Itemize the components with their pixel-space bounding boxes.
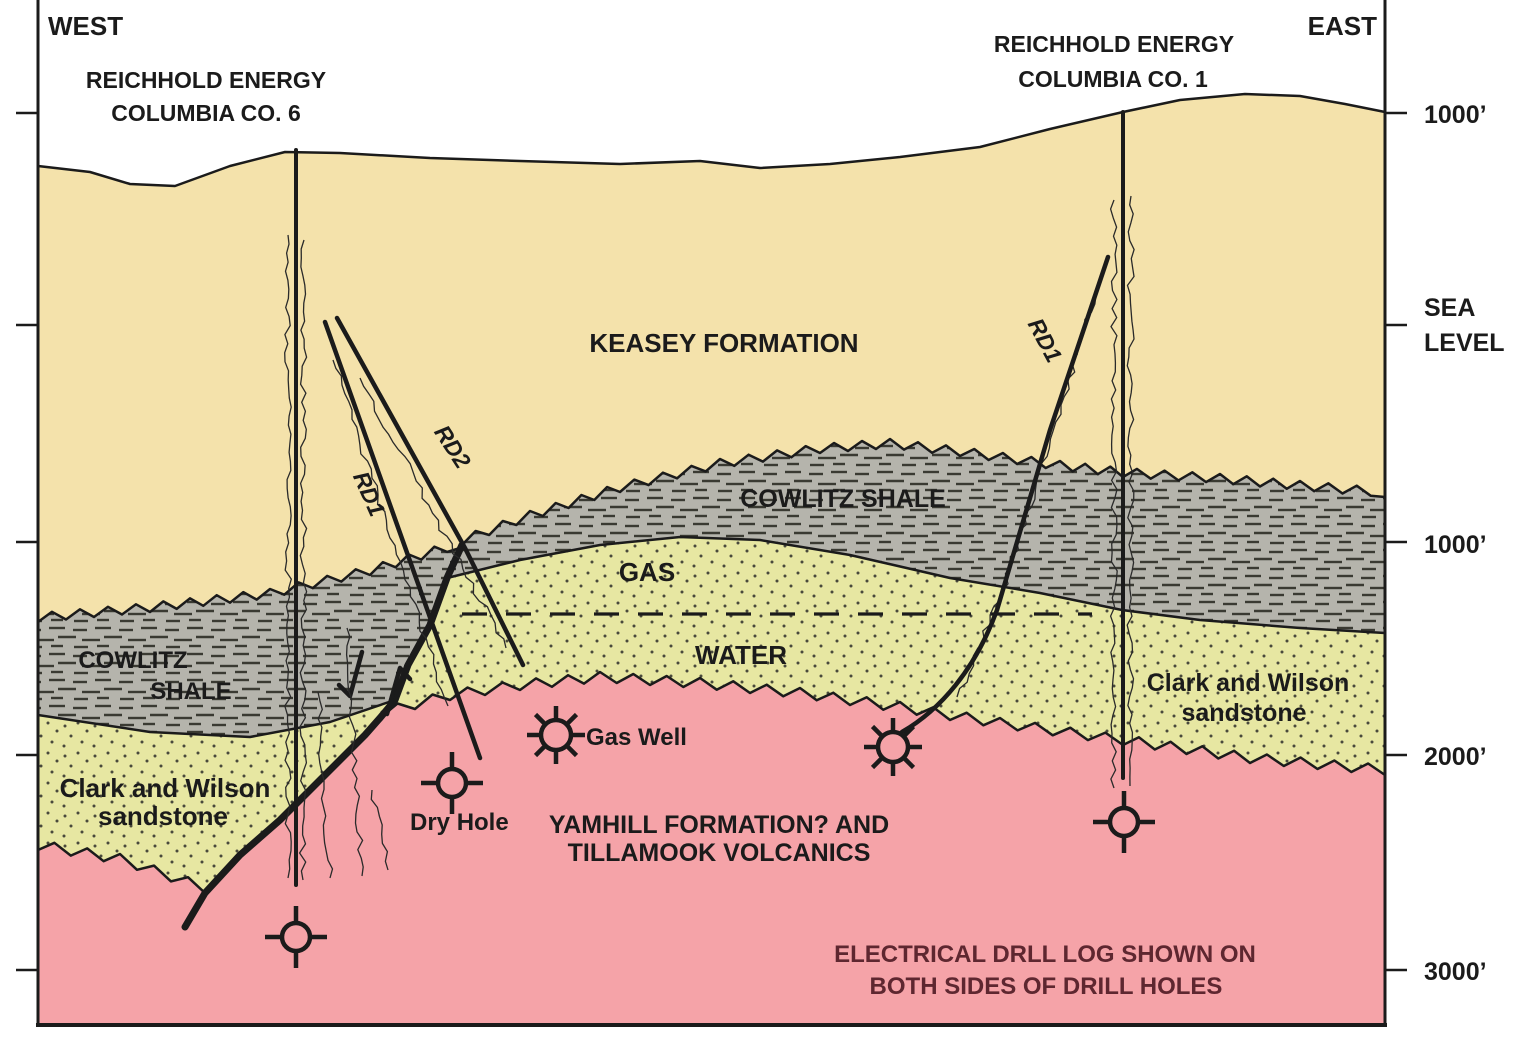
electrical-log-trace <box>345 627 364 877</box>
labels-layer: WEST EAST REICHHOLD ENERGY COLUMBIA CO. … <box>48 11 1505 1000</box>
west-label: WEST <box>48 11 123 41</box>
gas-well-symbol <box>864 718 922 776</box>
clark-wilson-west-label-line2: sandstone <box>98 801 228 831</box>
water-label: WATER <box>695 640 787 670</box>
well1-title-line1: REICHHOLD ENERGY <box>994 31 1234 57</box>
depth-scale-ticks <box>16 111 1407 972</box>
electrical-log-note-line2: BOTH SIDES OF DRILL HOLES <box>870 973 1223 1000</box>
fault-motion-arrow-up <box>384 665 413 717</box>
cowlitz-shale-region <box>38 439 1385 737</box>
ground-surface-line <box>36 92 1387 188</box>
scale-label-2000: 2000’ <box>1424 743 1487 771</box>
cowlitz-left-label-line1: COWLITZ <box>78 647 187 674</box>
electrical-log-note-line1: ELECTRICAL DRLL LOG SHOWN ON <box>834 941 1256 968</box>
keasey-formation-label: KEASEY FORMATION <box>589 328 858 358</box>
gas-well-label: Gas Well <box>586 724 687 751</box>
scale-label-level: LEVEL <box>1424 329 1505 357</box>
electrical-log-trace <box>298 239 308 881</box>
yamhill-label-line1: YAMHILL FORMATION? AND <box>549 811 889 839</box>
electrical-log-trace <box>359 377 507 649</box>
scale-label-sea: SEA <box>1424 294 1475 322</box>
well1-title-line2: COLUMBIA CO. 1 <box>1018 66 1208 92</box>
well-symbols <box>265 706 1155 968</box>
clark-wilson-east-label-line1: Clark and Wilson <box>1147 669 1350 697</box>
cowlitz-left-label-line2: SHALE <box>150 678 231 705</box>
redrill-rd1-west-bore <box>322 319 483 761</box>
scale-label-1000-above: 1000’ <box>1424 101 1487 129</box>
electrical-log-trace <box>332 359 449 707</box>
redrill-rd2-west-bore <box>334 315 526 668</box>
scale-label-3000: 3000’ <box>1424 958 1487 986</box>
well6-title-line2: COLUMBIA CO. 6 <box>111 100 301 126</box>
electrical-log-trace <box>1126 195 1135 787</box>
electrical-log-trace <box>1109 199 1118 789</box>
clark-wilson-east-label-line2: sandstone <box>1181 699 1306 727</box>
electrical-log-trace <box>284 234 293 879</box>
yamhill-volcanics-region <box>38 672 1385 1025</box>
cowlitz-top-contact <box>36 437 1387 624</box>
dry-hole-symbol <box>421 752 483 814</box>
volcanics-top-contact-west <box>36 841 207 895</box>
scale-label-1000-below: 1000’ <box>1424 531 1487 559</box>
gas-well-symbol <box>527 706 585 764</box>
redrill-rd1-east-bore <box>899 254 1111 735</box>
yamhill-label-line2: TILLAMOOK VOLCANICS <box>568 839 871 867</box>
dry-hole-label: Dry Hole <box>410 809 509 836</box>
dry-hole-symbol <box>1093 791 1155 853</box>
east-label: EAST <box>1308 11 1377 41</box>
volcanics-top-contact-east <box>378 670 1387 777</box>
electrical-log-trace <box>317 691 334 879</box>
cowlitz-base-contact-east <box>445 535 1387 635</box>
dry-hole-symbol <box>265 906 327 968</box>
fault-line <box>181 541 466 931</box>
cowlitz-base-contact-west <box>36 698 397 739</box>
clark-wilson-west-label-line1: Clark and Wilson <box>60 773 271 803</box>
fault-motion-arrow-down <box>336 649 365 699</box>
cowlitz-shale-label: COWLITZ SHALE <box>740 485 946 513</box>
well6-title-line1: REICHHOLD ENERGY <box>86 67 326 93</box>
gas-label: GAS <box>619 557 675 587</box>
electrical-log-trace <box>370 789 389 871</box>
